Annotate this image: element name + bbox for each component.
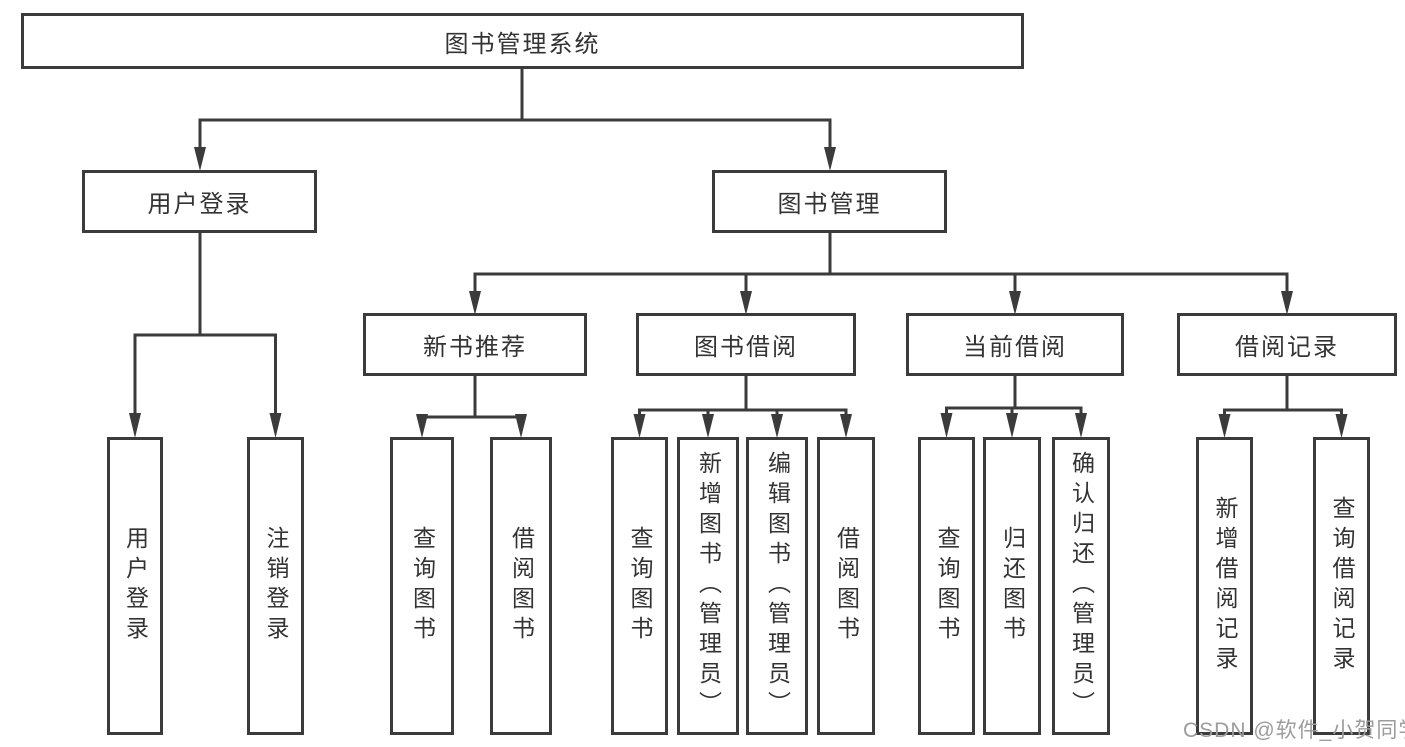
- node-leaf-query-books-recommendation: 查询图书: [390, 437, 454, 735]
- connector-new-book-recommendation-children: [416, 376, 527, 438]
- node-label: 新书推荐: [423, 334, 527, 361]
- node-leaf-logout: 注销登录: [247, 437, 304, 735]
- csdn-watermark: CSDN @软件_小贺同学: [1183, 719, 1405, 742]
- node-label: 编辑图书（管理员）: [764, 451, 791, 721]
- connector-current-borrowing-children: [940, 376, 1087, 438]
- node-borrowing-records: 借阅记录: [1177, 313, 1397, 376]
- node-label: 新增借阅记录: [1212, 496, 1238, 676]
- node-user-login: 用户登录: [82, 170, 317, 233]
- node-leaf-borrow-books: 借阅图书: [817, 437, 875, 735]
- node-library-management-system: 图书管理系统: [21, 13, 1024, 69]
- node-label: 注销登录: [263, 526, 289, 646]
- node-leaf-user-login: 用户登录: [107, 437, 163, 735]
- node-label: 归还图书: [999, 526, 1026, 646]
- connector-book-management-children: [469, 233, 1293, 315]
- node-label: 查询借阅记录: [1329, 496, 1355, 676]
- node-label: 查询图书: [934, 526, 960, 646]
- node-leaf-edit-books-admin: 编辑图书（管理员）: [746, 437, 808, 735]
- node-label: 借阅图书: [833, 526, 860, 646]
- node-leaf-return-books: 归还图书: [983, 437, 1041, 735]
- node-leaf-query-books-borrowing: 查询图书: [611, 437, 668, 735]
- node-leaf-add-books-admin: 新增图书（管理员）: [677, 437, 739, 735]
- connector-borrowing-records-children: [1218, 376, 1348, 438]
- node-leaf-borrow-books-recommendation: 借阅图书: [490, 437, 552, 735]
- node-book-management: 图书管理: [712, 170, 947, 233]
- node-leaf-confirm-return-admin: 确认归还（管理员）: [1052, 437, 1110, 735]
- node-label: 图书管理: [777, 191, 882, 218]
- connector-book-borrowing-children: [633, 376, 852, 438]
- node-label: 查询图书: [409, 526, 436, 646]
- node-label: 确认归还（管理员）: [1068, 451, 1095, 721]
- node-leaf-add-borrow-record: 新增借阅记录: [1196, 437, 1253, 735]
- node-leaf-query-borrow-record: 查询借阅记录: [1313, 437, 1370, 735]
- node-book-borrowing: 图书借阅: [636, 313, 856, 376]
- connector-root-to-level2: [194, 69, 836, 171]
- node-current-borrowing: 当前借阅: [906, 313, 1124, 376]
- node-leaf-query-books-current: 查询图书: [918, 437, 975, 735]
- connector-user-login-children: [129, 233, 282, 438]
- node-label: 用户登录: [147, 191, 252, 218]
- node-label: 图书借阅: [694, 334, 798, 361]
- node-label: 借阅图书: [508, 526, 535, 646]
- node-label: 当前借阅: [963, 334, 1067, 361]
- node-label: 新增图书（管理员）: [695, 451, 722, 721]
- node-label: 查询图书: [627, 526, 653, 646]
- node-label: 图书管理系统: [444, 30, 601, 58]
- node-label: 用户登录: [122, 526, 149, 646]
- node-label: 借阅记录: [1235, 334, 1339, 361]
- node-new-book-recommendation: 新书推荐: [363, 313, 587, 376]
